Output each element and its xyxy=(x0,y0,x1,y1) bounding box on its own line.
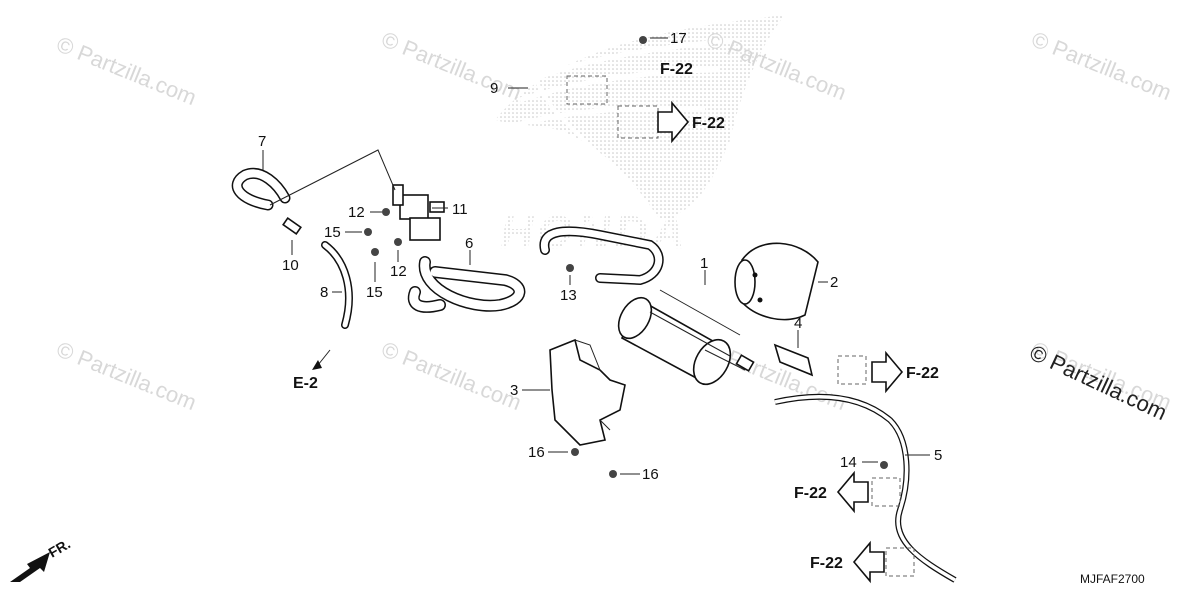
bolt-16b xyxy=(609,470,617,478)
front-label: FR. xyxy=(46,535,74,560)
hose-loop-13 xyxy=(539,226,664,286)
hose-7 xyxy=(231,167,291,211)
arrow-right-icon xyxy=(871,350,904,394)
joint-10 xyxy=(282,217,302,235)
callout-7: 7 xyxy=(258,133,266,150)
callout-12a: 12 xyxy=(348,204,365,221)
ref-e2: E-2 xyxy=(293,375,318,392)
hose-6 xyxy=(407,256,526,313)
arrow-left-icon xyxy=(836,470,869,514)
band-2 xyxy=(734,242,819,321)
watermark: © Partzilla.com xyxy=(378,26,525,105)
tube-4 xyxy=(773,343,814,377)
callout-15b: 15 xyxy=(366,284,383,301)
front-indicator: FR. xyxy=(10,535,73,582)
callout-1: 1 xyxy=(700,255,708,272)
watermark: © Partzilla.com xyxy=(53,31,200,110)
solenoid-valve-11 xyxy=(392,184,445,241)
clip-14 xyxy=(880,461,888,469)
arrow-head-icon xyxy=(312,360,322,370)
callout-2: 2 xyxy=(830,274,838,291)
ref-f22-top: F-22 xyxy=(660,61,693,78)
nut-12a xyxy=(382,208,390,216)
canister-1 xyxy=(617,289,755,386)
callout-11: 11 xyxy=(452,201,468,218)
callout-14: 14 xyxy=(840,454,857,471)
callout-15a: 15 xyxy=(324,224,341,241)
clip-17 xyxy=(639,36,647,44)
arrow-down-icon xyxy=(317,349,331,366)
honda-wing-watermark: HONDA xyxy=(495,15,785,258)
callout-9: 9 xyxy=(490,80,498,97)
diagram-code: MJFAF2700 xyxy=(1080,572,1145,586)
bolt-16a xyxy=(571,448,579,456)
ref-f22-lower: F-22 xyxy=(794,485,827,502)
nut-15b xyxy=(371,248,379,256)
hose-8 xyxy=(321,241,353,329)
callout-4: 4 xyxy=(794,315,802,332)
arrow-left-icon xyxy=(852,540,885,584)
clip-13 xyxy=(566,264,574,272)
clip-box-upper xyxy=(566,75,608,105)
clip-box-right xyxy=(837,355,867,385)
callout-5: 5 xyxy=(934,447,942,464)
callout-13: 13 xyxy=(560,287,577,304)
callout-16a: 16 xyxy=(528,444,545,461)
callout-3: 3 xyxy=(510,382,518,399)
callout-17: 17 xyxy=(670,30,687,47)
nut-15a xyxy=(364,228,372,236)
watermark: © Partzilla.com xyxy=(378,336,525,415)
callout-6: 6 xyxy=(465,235,473,252)
bracket-3 xyxy=(549,338,626,446)
watermark: © Partzilla.com xyxy=(1028,26,1175,105)
callout-16b: 16 xyxy=(642,466,659,483)
nut-12b xyxy=(394,238,402,246)
callout-10: 10 xyxy=(282,257,299,274)
leader-lines xyxy=(262,37,930,475)
callout-12b: 12 xyxy=(390,263,407,280)
ref-f22-mid: F-22 xyxy=(906,365,939,382)
clip-box-bottom xyxy=(885,547,915,577)
watermark: © Partzilla.com xyxy=(53,336,200,415)
clip-box-lower xyxy=(871,477,901,507)
arrow-right-icon xyxy=(657,100,690,144)
hose-5 xyxy=(774,393,957,583)
ref-f22-upper: F-22 xyxy=(692,115,725,132)
ref-f22-bottom: F-22 xyxy=(810,555,843,572)
callout-8: 8 xyxy=(320,284,328,301)
front-arrow-icon xyxy=(10,552,50,582)
